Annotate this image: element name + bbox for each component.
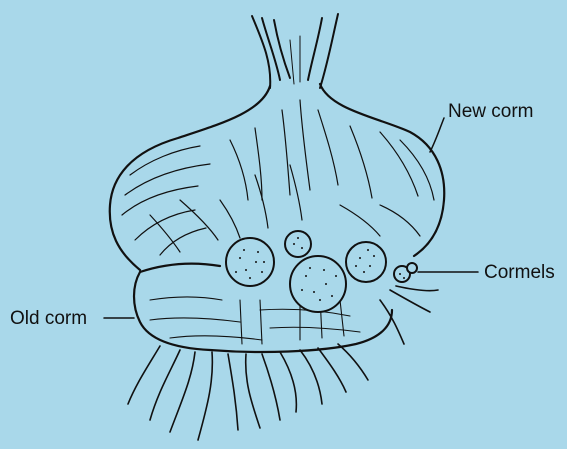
label-new-corm: New corm (448, 101, 534, 123)
cormels (226, 231, 417, 312)
cormel-3 (290, 256, 346, 312)
stem (252, 14, 338, 88)
cormel-4 (346, 242, 386, 282)
cormel-2 (285, 231, 311, 257)
cormel-6 (407, 263, 417, 273)
new-corm (110, 84, 444, 270)
new-corm-leader (430, 118, 444, 152)
label-old-corm: Old corm (10, 308, 87, 330)
label-cormels: Cormels (484, 262, 555, 284)
